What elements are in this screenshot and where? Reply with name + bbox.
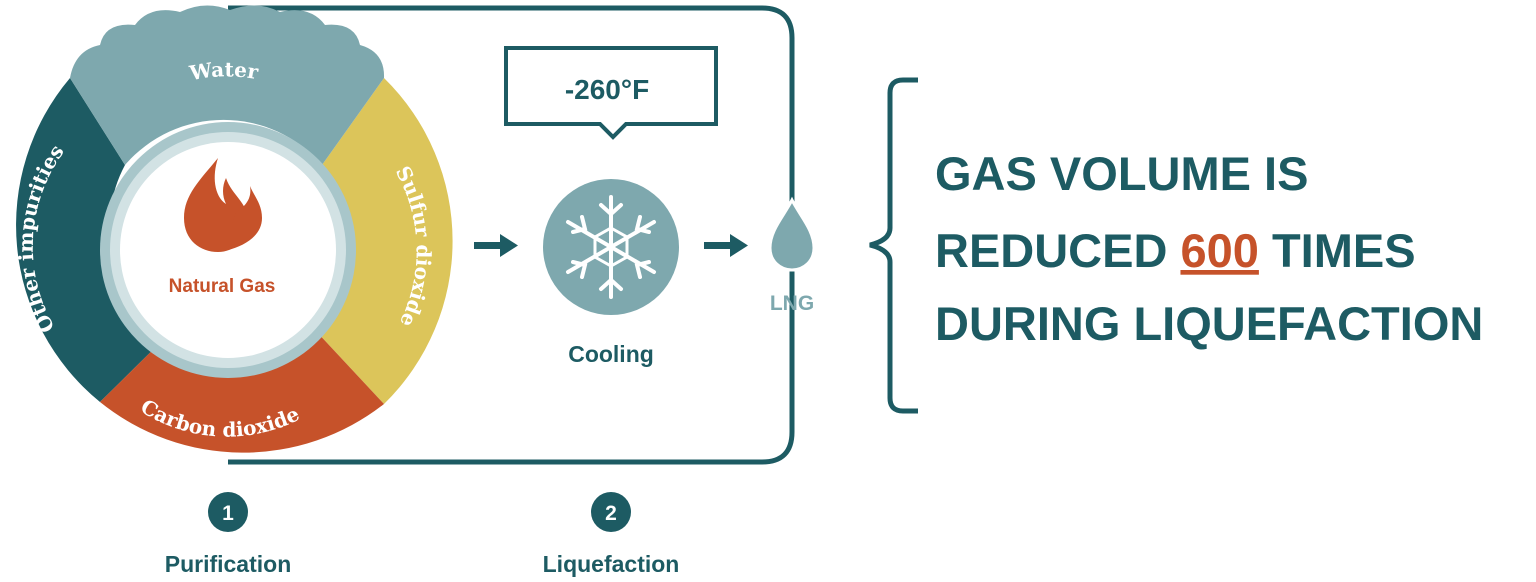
headline-line-1: GAS VOLUME IS <box>935 147 1308 200</box>
step-1-badge: 1 <box>208 492 248 532</box>
arrow-icon <box>474 234 518 257</box>
step-1-number: 1 <box>222 502 234 525</box>
headline: GAS VOLUME IS REDUCED 600 TIMES DURING L… <box>935 147 1483 350</box>
headline-line-2: REDUCED 600 TIMES <box>935 224 1416 277</box>
step-1-label: Purification <box>165 551 292 577</box>
headline-line-2-post: TIMES <box>1259 224 1416 277</box>
droplet-icon <box>768 196 816 272</box>
lng-label: LNG <box>770 292 814 315</box>
curly-brace <box>869 77 918 414</box>
temperature-value: -260°F <box>565 74 649 105</box>
natural-gas-label: Natural Gas <box>169 276 276 297</box>
arrow-icon <box>704 234 748 257</box>
step-2-label: Liquefaction <box>543 551 680 577</box>
headline-line-3: DURING LIQUEFACTION <box>935 297 1483 350</box>
temperature-callout: -260°F <box>504 46 718 140</box>
step-2-number: 2 <box>605 502 617 525</box>
headline-highlight-number: 600 <box>1180 224 1258 277</box>
ring-segment-water <box>70 5 385 166</box>
flame-icon <box>184 158 262 252</box>
step-2-badge: 2 <box>591 492 631 532</box>
headline-line-2-pre: REDUCED <box>935 224 1180 277</box>
impurities-ring <box>16 5 453 453</box>
snowflake-icon <box>543 179 679 315</box>
ring-segment-sulfur-dioxide <box>315 78 453 404</box>
ring-label-water: Water <box>187 57 260 85</box>
cooling-label: Cooling <box>568 341 654 367</box>
